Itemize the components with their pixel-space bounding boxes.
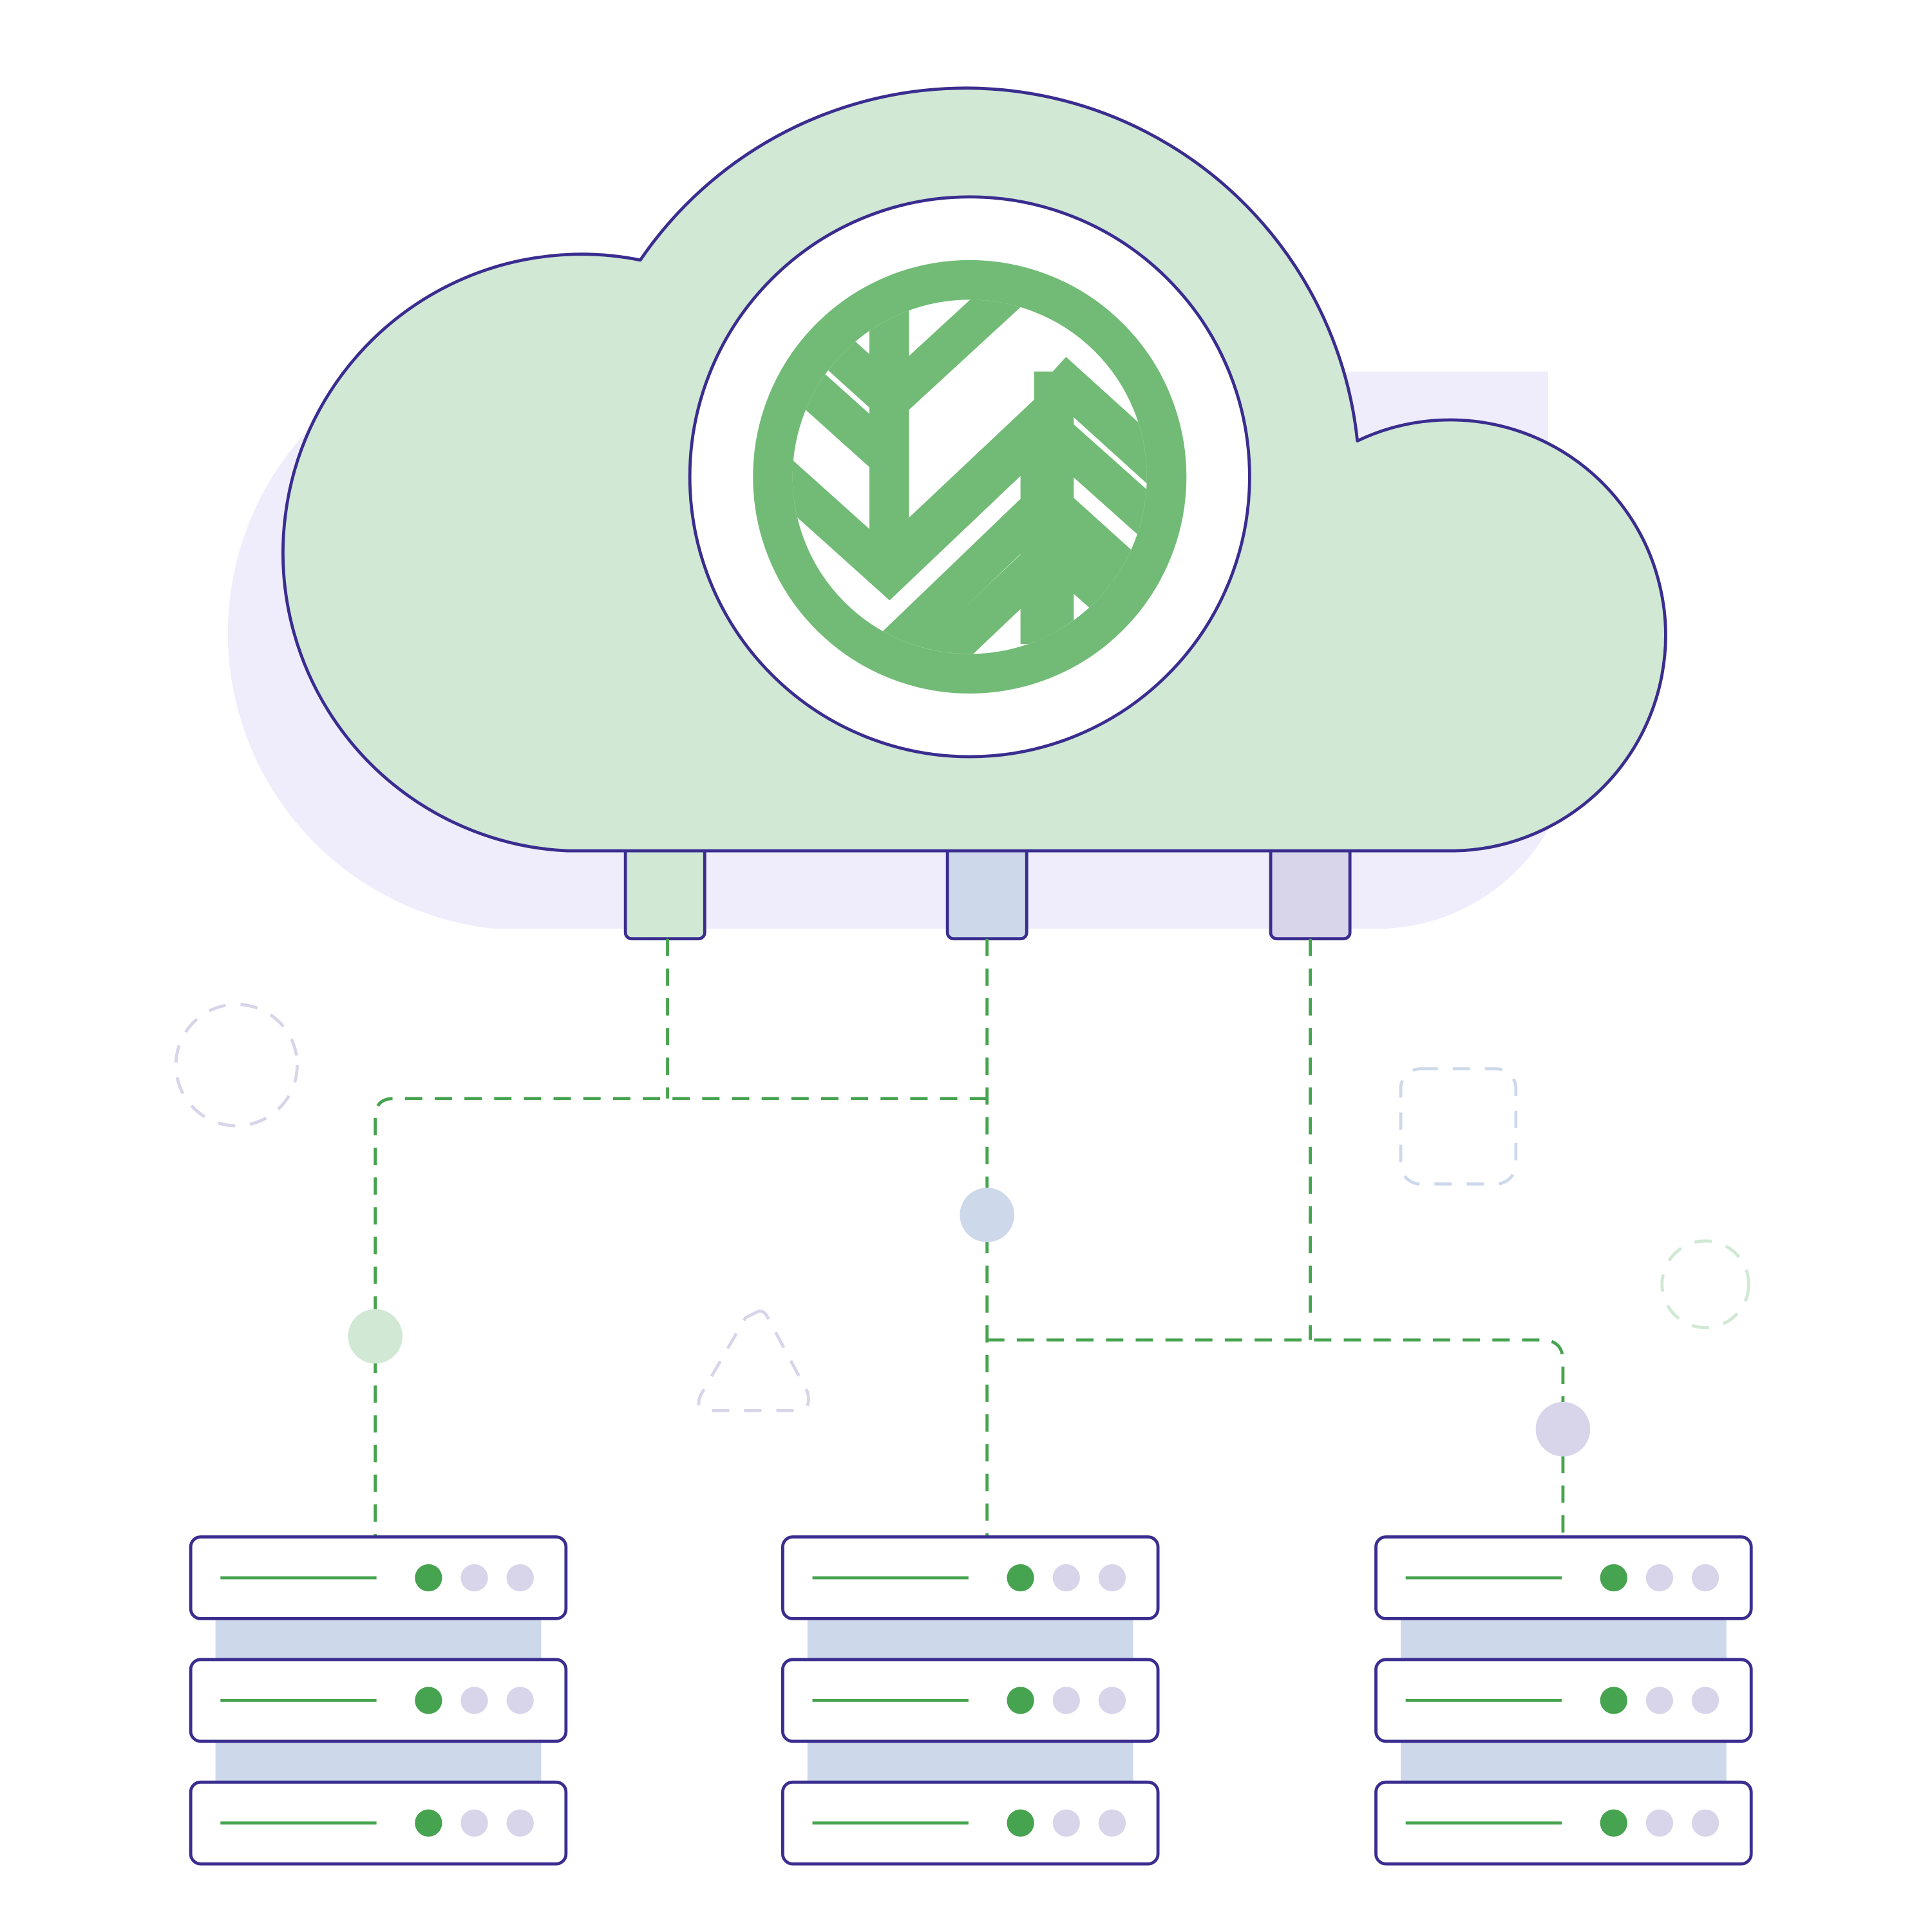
connector-purple [1269, 840, 1352, 941]
idle-led-icon [506, 1687, 534, 1714]
node-blue [960, 1188, 1014, 1242]
dashed-triangle-decoration [697, 1309, 810, 1412]
rack-spacer [215, 1739, 542, 1785]
server-unit-body [189, 1780, 568, 1866]
dashed-small-circle-decoration [1660, 1239, 1750, 1329]
server-unit [189, 1780, 568, 1866]
rack-spacer [1401, 1616, 1727, 1662]
server-rack-center [781, 1535, 1160, 1866]
server-unit [781, 1658, 1160, 1743]
status-led-icon [1007, 1564, 1034, 1592]
idle-led-icon [1098, 1809, 1126, 1837]
status-led-icon [1600, 1809, 1627, 1837]
connector-blue [945, 840, 1028, 941]
idle-led-icon [460, 1564, 488, 1592]
idle-led-icon [1645, 1809, 1674, 1837]
server-unit-body [1374, 1535, 1753, 1620]
idle-led-icon [506, 1564, 534, 1592]
idle-led-icon [1052, 1687, 1080, 1714]
network-lines [374, 938, 1565, 1540]
status-led-icon [1007, 1687, 1034, 1714]
rack-spacer [1401, 1739, 1727, 1785]
idle-led-icon [1052, 1809, 1080, 1837]
server-unit [1374, 1780, 1753, 1866]
server-unit-body [1374, 1658, 1753, 1743]
idle-led-icon [506, 1809, 534, 1837]
status-led-icon [1600, 1687, 1627, 1714]
idle-led-icon [1098, 1687, 1126, 1714]
leaf-emblem-icon [753, 260, 1187, 694]
idle-led-icon [1645, 1687, 1674, 1714]
junction-nodes [348, 1188, 1591, 1457]
status-led-icon [415, 1687, 442, 1714]
idle-led-icon [1691, 1687, 1719, 1714]
server-racks [189, 1535, 1753, 1866]
server-rack-right [1374, 1535, 1753, 1866]
server-unit-body [781, 1658, 1160, 1743]
server-unit [189, 1658, 568, 1743]
idle-led-icon [1098, 1564, 1126, 1592]
rack-spacer [807, 1616, 1133, 1662]
dashed-circle-decoration [174, 1003, 299, 1128]
status-led-icon [1600, 1564, 1627, 1592]
rack-spacer [215, 1616, 542, 1662]
server-unit [189, 1535, 568, 1620]
node-purple [1535, 1401, 1591, 1457]
idle-led-icon [460, 1687, 488, 1714]
server-unit-body [189, 1658, 568, 1743]
idle-led-icon [1691, 1809, 1719, 1837]
server-unit [1374, 1658, 1753, 1743]
rack-spacer [807, 1739, 1133, 1785]
decorations [174, 1003, 1750, 1412]
idle-led-icon [460, 1809, 488, 1837]
server-unit-body [781, 1535, 1160, 1620]
server-unit-body [781, 1780, 1160, 1866]
server-unit [1374, 1535, 1753, 1620]
status-led-icon [1007, 1809, 1034, 1837]
status-led-icon [415, 1809, 442, 1837]
connector-green [623, 840, 706, 941]
idle-led-icon [1052, 1564, 1080, 1592]
server-unit-body [189, 1535, 568, 1620]
server-rack-left [189, 1535, 568, 1866]
server-unit-body [1374, 1780, 1753, 1866]
server-unit [781, 1780, 1160, 1866]
dashed-square-decoration [1399, 1067, 1518, 1186]
status-led-icon [415, 1564, 442, 1592]
line-left-branch [374, 1097, 987, 1540]
idle-led-icon [1645, 1564, 1674, 1592]
line-right-branch [987, 1338, 1565, 1540]
server-unit [781, 1535, 1160, 1620]
node-green [348, 1309, 402, 1364]
idle-led-icon [1691, 1564, 1719, 1592]
